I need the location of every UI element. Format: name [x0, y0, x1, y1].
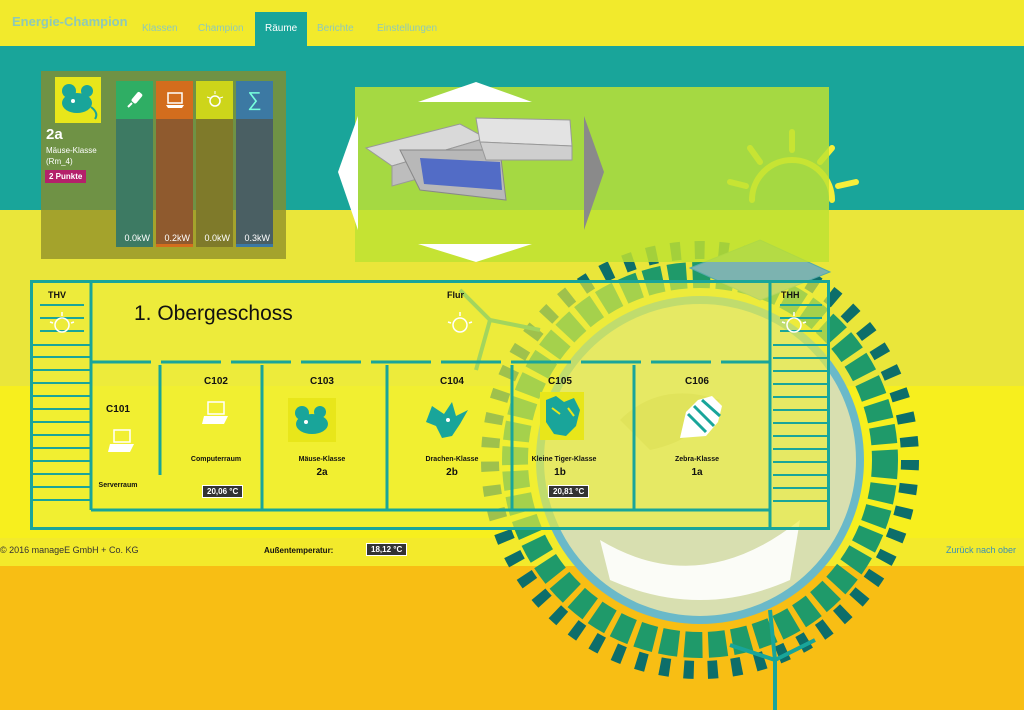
- building-3d-icon[interactable]: [364, 117, 573, 201]
- meter-laptop[interactable]: 0.2kW: [156, 81, 193, 247]
- stairs-left: [33, 304, 91, 501]
- arrow-down-icon[interactable]: [418, 244, 532, 262]
- mouse-icon: [55, 77, 101, 123]
- corridor-label: Flur: [447, 290, 464, 300]
- navbar: Energie-Champion Klassen Champion Räume …: [0, 0, 1024, 46]
- laptop-icon: [108, 429, 134, 452]
- arrow-left-icon[interactable]: [338, 116, 358, 230]
- arrow-up-icon[interactable]: [418, 82, 532, 102]
- nav-tab-einstellungen[interactable]: Einstellungen: [377, 23, 438, 34]
- room-name: Serverraum: [98, 482, 138, 489]
- room-name: Zebra-Klasse: [675, 456, 719, 463]
- light-icon-thh[interactable]: [781, 312, 807, 333]
- stair-label-left: THV: [48, 290, 66, 300]
- meter-value: 0.0kW: [204, 233, 230, 243]
- room-class: 2b: [446, 467, 458, 478]
- dragon-icon: [426, 402, 468, 438]
- class-energy-panel: 2a Mäuse-Klasse (Rm_4) 2 Punkte 0.0kW 0.…: [41, 71, 286, 259]
- class-name: 2a: [46, 126, 63, 143]
- tiger-icon: [540, 392, 584, 440]
- class-subtitle: Mäuse-Klasse (Rm_4): [46, 146, 97, 166]
- meter-value: 0.3kW: [244, 233, 270, 243]
- floor-title: 1. Obergeschoss: [134, 302, 293, 325]
- zebra-icon: [680, 396, 722, 438]
- nav-tab-klassen[interactable]: Klassen: [142, 23, 178, 34]
- meter-sum[interactable]: ∑ 0.3kW: [236, 81, 273, 247]
- outside-temperature-label: Außentemperatur:: [264, 546, 334, 555]
- stairs-right: [773, 304, 828, 502]
- stair-label-right: THH: [781, 290, 800, 300]
- meter-value: 0.0kW: [124, 233, 150, 243]
- nav-tab-champion[interactable]: Champion: [198, 23, 244, 34]
- arrow-right-icon[interactable]: [584, 116, 604, 230]
- laptop-icon: [156, 81, 193, 119]
- room-id: C103: [310, 376, 334, 387]
- room-class: 1a: [691, 467, 703, 478]
- points-badge: 2 Punkte: [45, 170, 87, 183]
- room-id: C104: [440, 376, 464, 387]
- room-class: 1b: [554, 467, 566, 478]
- copyright-text: © 2016 manageE GmbH + Co. KG: [0, 545, 139, 555]
- mouse-icon: [288, 398, 336, 442]
- temperature-badge: 20,06 °C: [202, 485, 244, 498]
- brand-logo[interactable]: Energie-Champion: [12, 14, 128, 29]
- room-name: Kleine Tiger-Klasse: [531, 456, 597, 463]
- room-name: Drachen-Klasse: [425, 456, 479, 463]
- room-id: C106: [685, 376, 709, 387]
- room-name: Mäuse-Klasse: [298, 456, 346, 463]
- room-class: 2a: [316, 467, 328, 478]
- back-to-top-link[interactable]: Zurück nach ober: [946, 545, 1017, 555]
- nav-tab-berichte[interactable]: Berichte: [317, 23, 354, 34]
- lightbulb-icon: [196, 81, 233, 119]
- temperature-badge: 20,81 °C: [548, 485, 590, 498]
- room-id: C105: [548, 376, 572, 387]
- meter-plug[interactable]: 0.0kW: [116, 81, 153, 247]
- room-name: Computerraum: [190, 456, 242, 463]
- outside-temperature-badge: 18,12 °C: [366, 543, 408, 556]
- sum-icon: ∑: [236, 81, 273, 119]
- room-id: C102: [204, 376, 228, 387]
- light-icon-thv[interactable]: [49, 312, 75, 333]
- meter-value: 0.2kW: [164, 233, 190, 243]
- meter-light[interactable]: 0.0kW: [196, 81, 233, 247]
- room-id: C101: [106, 404, 130, 415]
- plug-icon: [116, 81, 153, 119]
- nav-tab-raeume[interactable]: Räume: [255, 12, 308, 46]
- light-icon-flur[interactable]: [447, 312, 473, 333]
- laptop-icon: [202, 401, 228, 424]
